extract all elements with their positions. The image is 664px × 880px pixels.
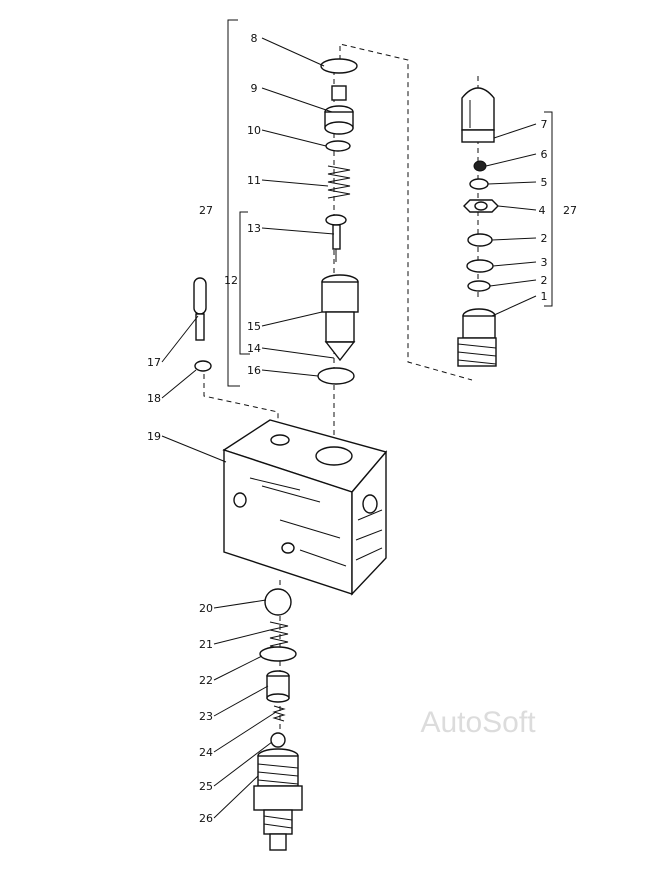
dashed-path-left: [203, 374, 279, 430]
part-2-washer-upper: [467, 233, 493, 247]
watermark-text: AutoSoft: [420, 706, 536, 739]
label-1: 1: [541, 290, 548, 303]
label-16: 16: [247, 364, 261, 377]
part-10-oring: [325, 140, 351, 152]
label-14: 14: [247, 342, 261, 355]
part-1-body: [457, 308, 497, 367]
label-13: 13: [247, 222, 261, 235]
label-10: 10: [247, 124, 261, 137]
label-21: 21: [199, 638, 213, 651]
label-6: 6: [541, 148, 548, 161]
label-5: 5: [541, 176, 548, 189]
part-26-plug: [253, 748, 303, 851]
label-8: 8: [251, 32, 258, 45]
part-5-washer: [469, 178, 489, 190]
part-20-ball: [264, 588, 292, 616]
label-20: 20: [199, 602, 213, 615]
label-18: 18: [147, 392, 161, 405]
label-27-right: 27: [563, 204, 577, 217]
part-6-ball: [473, 160, 487, 172]
part-2-washer-lower: [467, 280, 491, 292]
bracket-27-right: [544, 111, 553, 307]
part-21-spring: [269, 621, 289, 651]
part-9-valve-seat: [324, 85, 354, 135]
label-22: 22: [199, 674, 213, 687]
label-24: 24: [199, 746, 213, 759]
part-23-sleeve: [266, 670, 290, 703]
part-15-piston: [321, 274, 359, 362]
bracket-27-left: [227, 19, 240, 387]
part-16-washer: [317, 367, 355, 385]
leader-lines: [161, 37, 537, 819]
label-25: 25: [199, 780, 213, 793]
label-23: 23: [199, 710, 213, 723]
part-7-cap: [461, 87, 495, 143]
label-17: 17: [147, 356, 161, 369]
part-11-spring: [327, 165, 351, 199]
label-15: 15: [247, 320, 261, 333]
bracket-12: [239, 211, 250, 355]
part-25-ball: [270, 732, 286, 748]
label-7: 7: [541, 118, 548, 131]
part-13-needle: [325, 214, 347, 262]
label-12: 12: [224, 274, 238, 287]
part-18-washer: [194, 360, 212, 372]
part-number-labels: 8 9 10 11 27 13 12 15 14 16 17 18 19 20 …: [147, 32, 577, 825]
part-22-washer: [259, 646, 297, 662]
label-19: 19: [147, 430, 161, 443]
label-9: 9: [251, 82, 258, 95]
part-19-valve-block: [222, 419, 388, 596]
part-8-oring: [320, 58, 358, 74]
part-17-pin: [193, 277, 207, 341]
part-3-ring: [466, 259, 494, 273]
label-11: 11: [247, 174, 261, 187]
label-27-left: 27: [199, 204, 213, 217]
part-4-nut: [463, 199, 499, 213]
label-2-upper: 2: [541, 232, 548, 245]
label-4: 4: [539, 204, 546, 217]
label-3: 3: [541, 256, 548, 269]
label-2-lower: 2: [541, 274, 548, 287]
dashed-path-top: [339, 43, 473, 381]
label-26: 26: [199, 812, 213, 825]
part-24-spring: [272, 705, 286, 722]
